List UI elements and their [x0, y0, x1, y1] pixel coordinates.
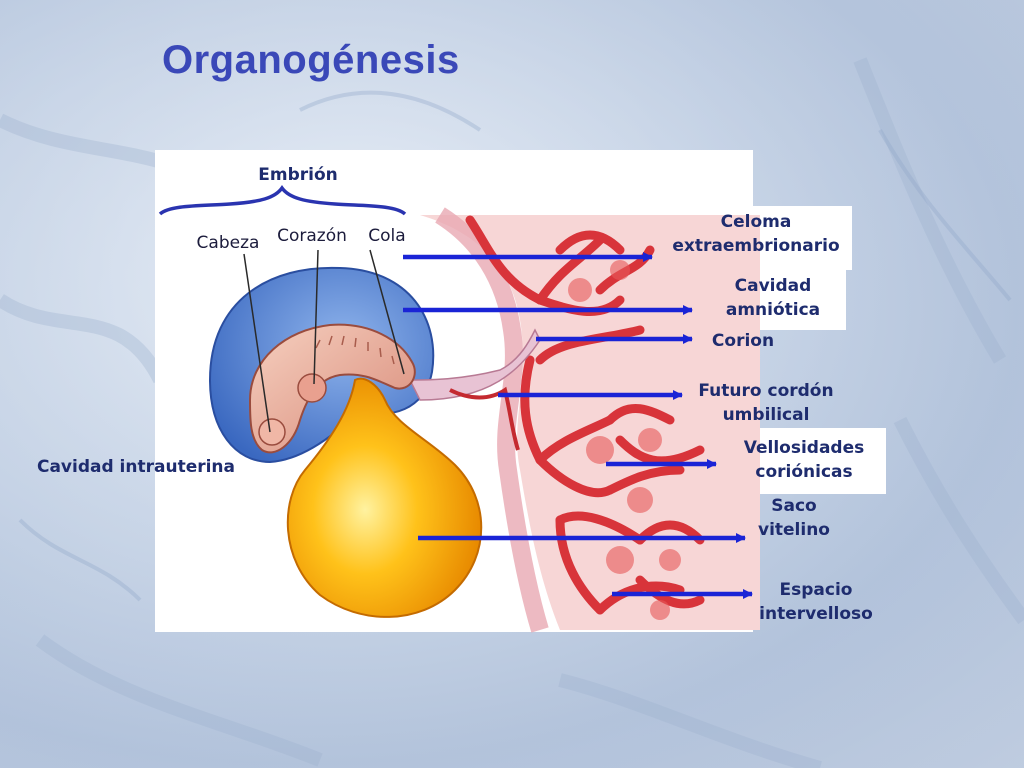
label-corazon: Corazón: [277, 226, 347, 246]
umbilical-vessel: [449, 386, 520, 451]
embryo-brace: [158, 184, 407, 216]
embryo-heart-bulge: [297, 373, 327, 403]
cola-pointer: [369, 249, 405, 375]
decidua: [435, 207, 549, 633]
cabeza-pointer: [243, 253, 271, 433]
corazon-pointer: [313, 249, 319, 385]
label-cola: Cola: [368, 226, 406, 246]
pointer-lines: [243, 249, 405, 433]
label-espacio-intervelloso: Espacio intervelloso: [759, 580, 873, 624]
label-futuro-cordon: Futuro cordón umbilical: [698, 381, 834, 425]
label-corion: Corion: [711, 331, 775, 351]
embryo-segments: [315, 335, 395, 365]
label-cabeza: Cabeza: [196, 233, 260, 253]
embryo-body: [248, 323, 416, 454]
label-saco-vitelino: Saco vitelino: [757, 496, 830, 540]
connecting-stalk: [408, 328, 541, 401]
label-arrows: [403, 252, 753, 599]
label-cavidad-intrauterina: Cavidad intrauterina: [36, 457, 236, 477]
label-embrion: Embrión: [258, 165, 338, 185]
label-vellosidades: Vellosidades coriónicas: [743, 438, 865, 482]
embryo-head-bulge: [258, 418, 286, 446]
page-title: Organogénesis: [162, 38, 460, 82]
label-cavidad-amniotica: Cavidad amniótica: [725, 276, 821, 320]
label-celoma: Celoma extraembrionario: [672, 212, 840, 256]
yolk-sac: [286, 377, 483, 618]
villi-fills: [568, 260, 681, 620]
